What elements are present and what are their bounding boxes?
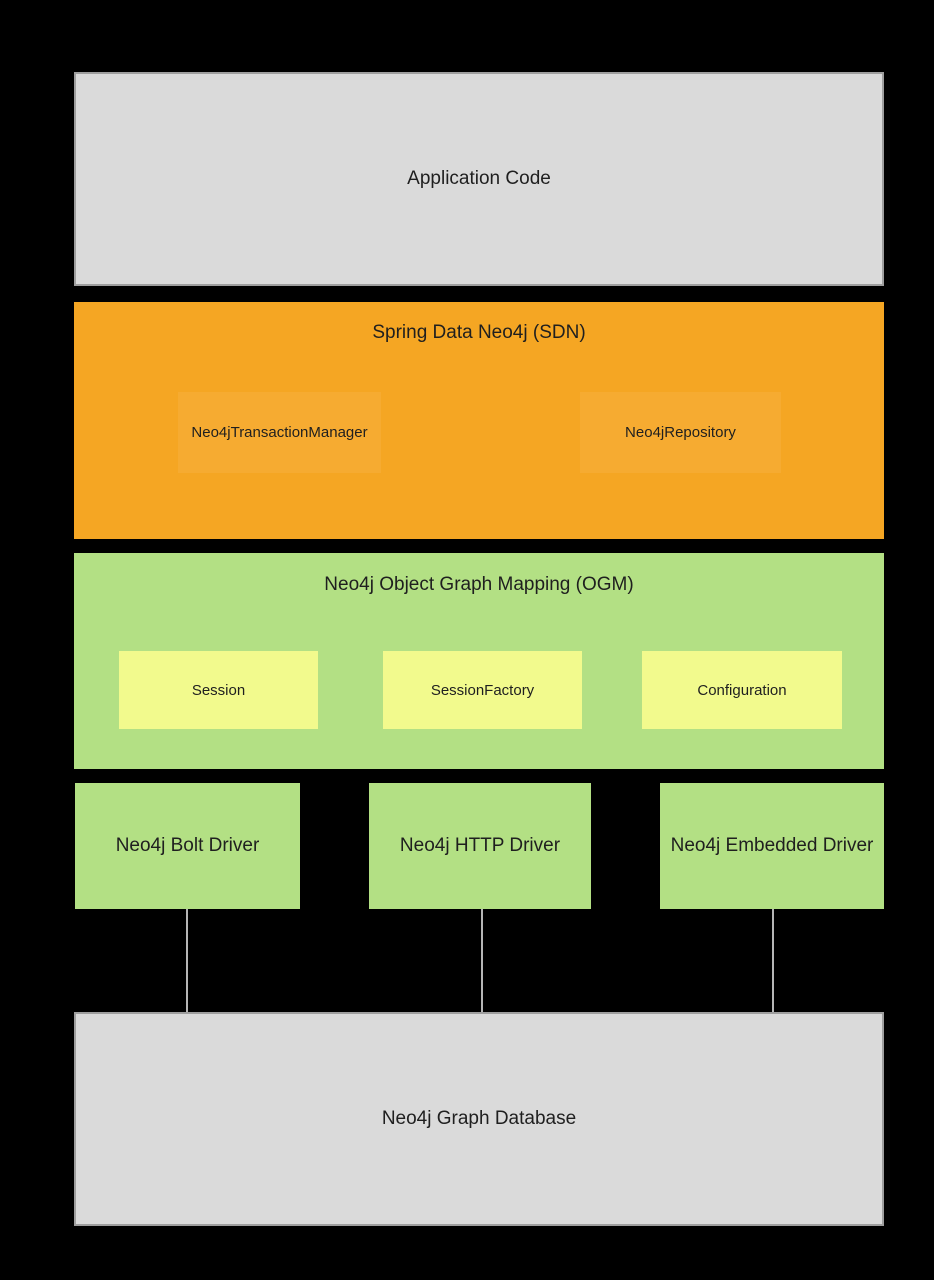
configuration-box: Configuration xyxy=(642,651,842,729)
neo4j-http-driver-label: Neo4j HTTP Driver xyxy=(399,835,561,856)
configuration-label: Configuration xyxy=(697,681,787,699)
embedded-driver-connector-line xyxy=(772,909,774,1012)
neo4j-transaction-manager-box: Neo4jTransactionManager xyxy=(178,392,381,473)
application-code-layer: Application Code xyxy=(74,72,884,286)
ogm-layer-title: Neo4j Object Graph Mapping (OGM) xyxy=(324,574,634,595)
bolt-driver-connector-line xyxy=(186,909,188,1012)
neo4j-bolt-driver-box: Neo4j Bolt Driver xyxy=(75,783,300,909)
session-label: Session xyxy=(191,681,246,699)
neo4j-graph-database-layer: Neo4j Graph Database xyxy=(74,1012,884,1226)
neo4j-repository-label: Neo4jRepository xyxy=(625,424,736,441)
sdn-layer-title: Spring Data Neo4j (SDN) xyxy=(372,322,586,343)
http-driver-connector-line xyxy=(481,909,483,1012)
neo4j-ogm-layer: Neo4j Object Graph Mapping (OGM) Session… xyxy=(74,553,884,769)
neo4j-bolt-driver-label: Neo4j Bolt Driver xyxy=(115,835,260,856)
neo4j-embedded-driver-label: Neo4j Embedded Driver xyxy=(670,835,874,856)
session-factory-box: SessionFactory xyxy=(383,651,582,729)
neo4j-transaction-manager-label: Neo4jTransactionManager xyxy=(191,424,368,441)
session-box: Session xyxy=(119,651,318,729)
neo4j-repository-box: Neo4jRepository xyxy=(580,392,781,473)
session-factory-label: SessionFactory xyxy=(430,681,535,699)
spring-data-neo4j-layer: Spring Data Neo4j (SDN) Neo4jTransaction… xyxy=(74,302,884,539)
neo4j-graph-database-label: Neo4j Graph Database xyxy=(381,1108,577,1129)
neo4j-embedded-driver-box: Neo4j Embedded Driver xyxy=(660,783,884,909)
application-code-label: Application Code xyxy=(407,168,551,189)
neo4j-http-driver-box: Neo4j HTTP Driver xyxy=(369,783,591,909)
